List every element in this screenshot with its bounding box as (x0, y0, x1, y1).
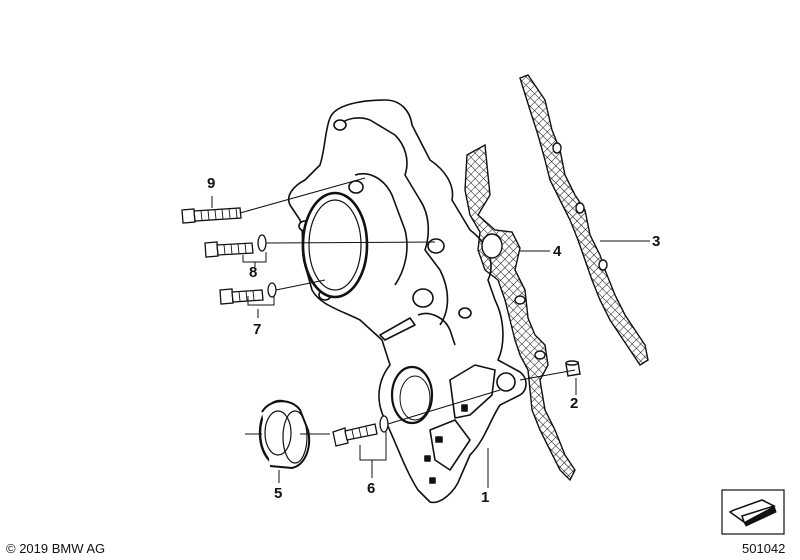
callout-8[interactable]: 8 (249, 264, 258, 281)
callout-1[interactable]: 1 (481, 489, 490, 506)
dowel-sleeve (565, 360, 581, 377)
bolt-with-washer-8 (204, 234, 267, 258)
gasket-upper (464, 143, 576, 482)
callout-2[interactable]: 2 (570, 395, 579, 412)
timing-case-cover (287, 99, 527, 504)
callout-9[interactable]: 9 (207, 175, 216, 192)
copyright-text: © 2019 BMW AG (6, 541, 106, 556)
leader-lines (211, 177, 650, 488)
callout-5[interactable]: 5 (274, 485, 283, 502)
callout-3[interactable]: 3 (652, 233, 661, 250)
callout-6[interactable]: 6 (367, 480, 376, 497)
view-arrow-icon (721, 489, 785, 535)
bolt-long (181, 207, 242, 224)
diagram-id: 501042 (742, 541, 786, 556)
bolt-with-washer-6 (332, 415, 389, 447)
callout-7[interactable]: 7 (253, 321, 262, 338)
gasket-strip (519, 74, 649, 366)
callout-4[interactable]: 4 (553, 243, 562, 260)
shaft-seal (258, 399, 311, 470)
